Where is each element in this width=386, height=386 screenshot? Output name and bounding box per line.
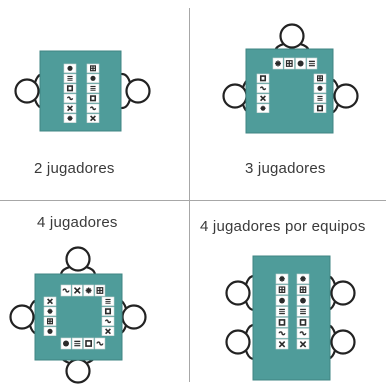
game-tile-icon [63,93,77,103]
game-tile-icon [101,296,115,306]
game-tile-icon [63,63,77,73]
game-tile-icon [256,93,270,103]
game-tile-icon [60,337,72,350]
game-tile-icon [86,73,100,83]
game-tile-icon [43,326,57,336]
game-tile-icon [63,103,77,113]
game-table [252,255,331,381]
game-tile-icon [272,57,284,70]
game-tile-icon [43,296,57,306]
game-tile-icon [275,339,289,350]
player-avatar [14,72,45,110]
game-tile-icon [94,284,106,297]
player-avatar [273,23,311,54]
player-avatar [225,274,256,312]
player-avatar [120,72,151,110]
game-tile-icon [63,83,77,93]
game-tile-icon [101,316,115,326]
game-table [39,50,122,132]
game-tile-icon [296,295,310,306]
game-tile-icon [313,93,327,103]
player-avatar [59,246,97,277]
game-tile-icon [83,337,94,350]
game-tile-icon [72,337,83,350]
caption-four-players-teams: 4 jugadores por equipos [200,218,366,235]
game-tile-icon [63,113,77,123]
game-tile-icon [275,306,289,317]
game-tile-icon [313,73,327,83]
game-tile-icon [256,83,270,93]
game-tile-icon [296,317,310,328]
game-tile-icon [313,83,327,93]
game-tile-icon [306,57,318,70]
horizontal-divider [0,200,386,202]
caption-four-players: 4 jugadores [37,214,118,231]
game-tile-icon [63,73,77,83]
caption-two-players: 2 jugadores [34,160,115,177]
game-tile-icon [283,57,295,70]
player-avatar [325,323,356,361]
game-tile-icon [60,284,72,297]
game-tile-icon [275,328,289,339]
game-tile-icon [275,317,289,328]
game-tile-icon [101,326,115,336]
game-tile-icon [43,306,57,316]
game-tile-icon [296,328,310,339]
game-tile-icon [296,273,310,284]
vertical-divider [189,8,191,382]
game-tile-icon [256,73,270,83]
game-tile-icon [256,103,270,113]
game-tile-icon [275,273,289,284]
game-tile-icon [86,103,100,113]
game-tile-icon [72,284,83,297]
player-avatar [328,77,359,115]
game-tile-icon [275,295,289,306]
game-tile-icon [296,306,310,317]
game-tile-icon [295,57,306,70]
game-tile-icon [86,93,100,103]
game-tile-icon [86,63,100,73]
game-tile-icon [94,337,106,350]
game-tile-icon [275,284,289,295]
caption-three-players: 3 jugadores [245,160,326,177]
player-avatar [225,323,256,361]
game-tile-icon [43,316,57,326]
game-tile-icon [313,103,327,113]
player-avatar [9,298,40,336]
player-avatar [325,274,356,312]
game-tile-icon [86,83,100,93]
game-tile-icon [296,339,310,350]
game-tile-icon [296,284,310,295]
game-tile-icon [83,284,94,297]
game-tile-icon [101,306,115,316]
game-tile-icon [86,113,100,123]
